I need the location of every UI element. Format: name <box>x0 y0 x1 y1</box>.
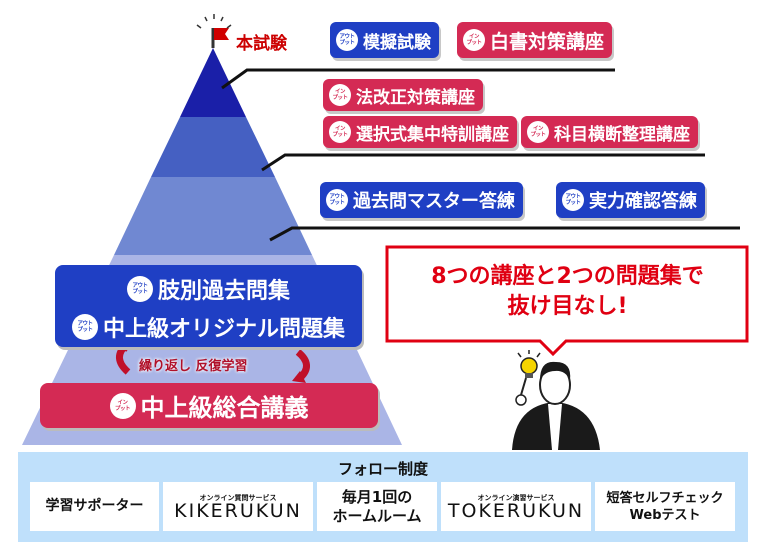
leader-line-2 <box>261 153 705 172</box>
leader-line-3 <box>269 226 740 242</box>
course-skill-check[interactable]: アウトプット実力確認答練 <box>556 182 705 218</box>
course-mock-exam[interactable]: アウトプット模擬試験 <box>330 22 439 58</box>
course-comprehensive-lecture[interactable]: インプット中上級総合講義 <box>40 383 378 428</box>
question-books-panel: アウトプット肢別過去問集 アウトプット中上級オリジナル問題集 <box>55 265 362 347</box>
output-icon: アウトプット <box>336 29 358 51</box>
exam-label: 本試験 <box>236 34 287 54</box>
course-past-exam-master[interactable]: アウトプット過去問マスター答練 <box>320 182 523 218</box>
sparkle-icon <box>196 14 232 29</box>
output-icon: アウトプット <box>126 276 153 302</box>
flag-icon <box>214 28 229 40</box>
speech-bubble <box>385 245 749 357</box>
output-icon: アウトプット <box>326 189 348 211</box>
course-selective-intensive[interactable]: インプット選択式集中特訓講座 <box>323 116 517 148</box>
input-icon: インプット <box>329 121 351 143</box>
follow-study-supporter[interactable]: 学習サポーター <box>30 482 159 531</box>
output-icon: アウトプット <box>562 189 584 211</box>
input-icon: インプット <box>463 29 485 51</box>
book-past-questions[interactable]: アウトプット肢別過去問集 <box>55 273 362 305</box>
course-law-revision[interactable]: インプット法改正対策講座 <box>323 79 483 111</box>
book-original-questions[interactable]: アウトプット中上級オリジナル問題集 <box>55 311 362 343</box>
follow-title: フォロー制度 <box>337 460 428 478</box>
lightbulb-icon <box>517 350 541 378</box>
person-illustration <box>512 361 600 450</box>
course-cross-subject[interactable]: インプット科目横断整理講座 <box>521 116 698 148</box>
pyramid-layer-exam <box>180 48 246 117</box>
pyramid-layer-1 <box>151 117 275 177</box>
leader-line-1 <box>221 68 615 90</box>
output-icon: アウトプット <box>71 314 98 340</box>
input-icon: インプット <box>329 84 351 106</box>
input-icon: インプット <box>527 121 549 143</box>
follow-homeroom[interactable]: 毎月1回のホームルーム <box>317 482 437 531</box>
pyramid-layer-2 <box>114 177 312 255</box>
repeat-label: 繰り返し 反復学習 <box>139 359 248 374</box>
course-white-paper[interactable]: インプット白書対策講座 <box>457 22 613 58</box>
bubble-message: 8つの講座と2つの問題集で 抜け目なし! <box>431 264 704 319</box>
input-icon: インプット <box>109 392 136 419</box>
